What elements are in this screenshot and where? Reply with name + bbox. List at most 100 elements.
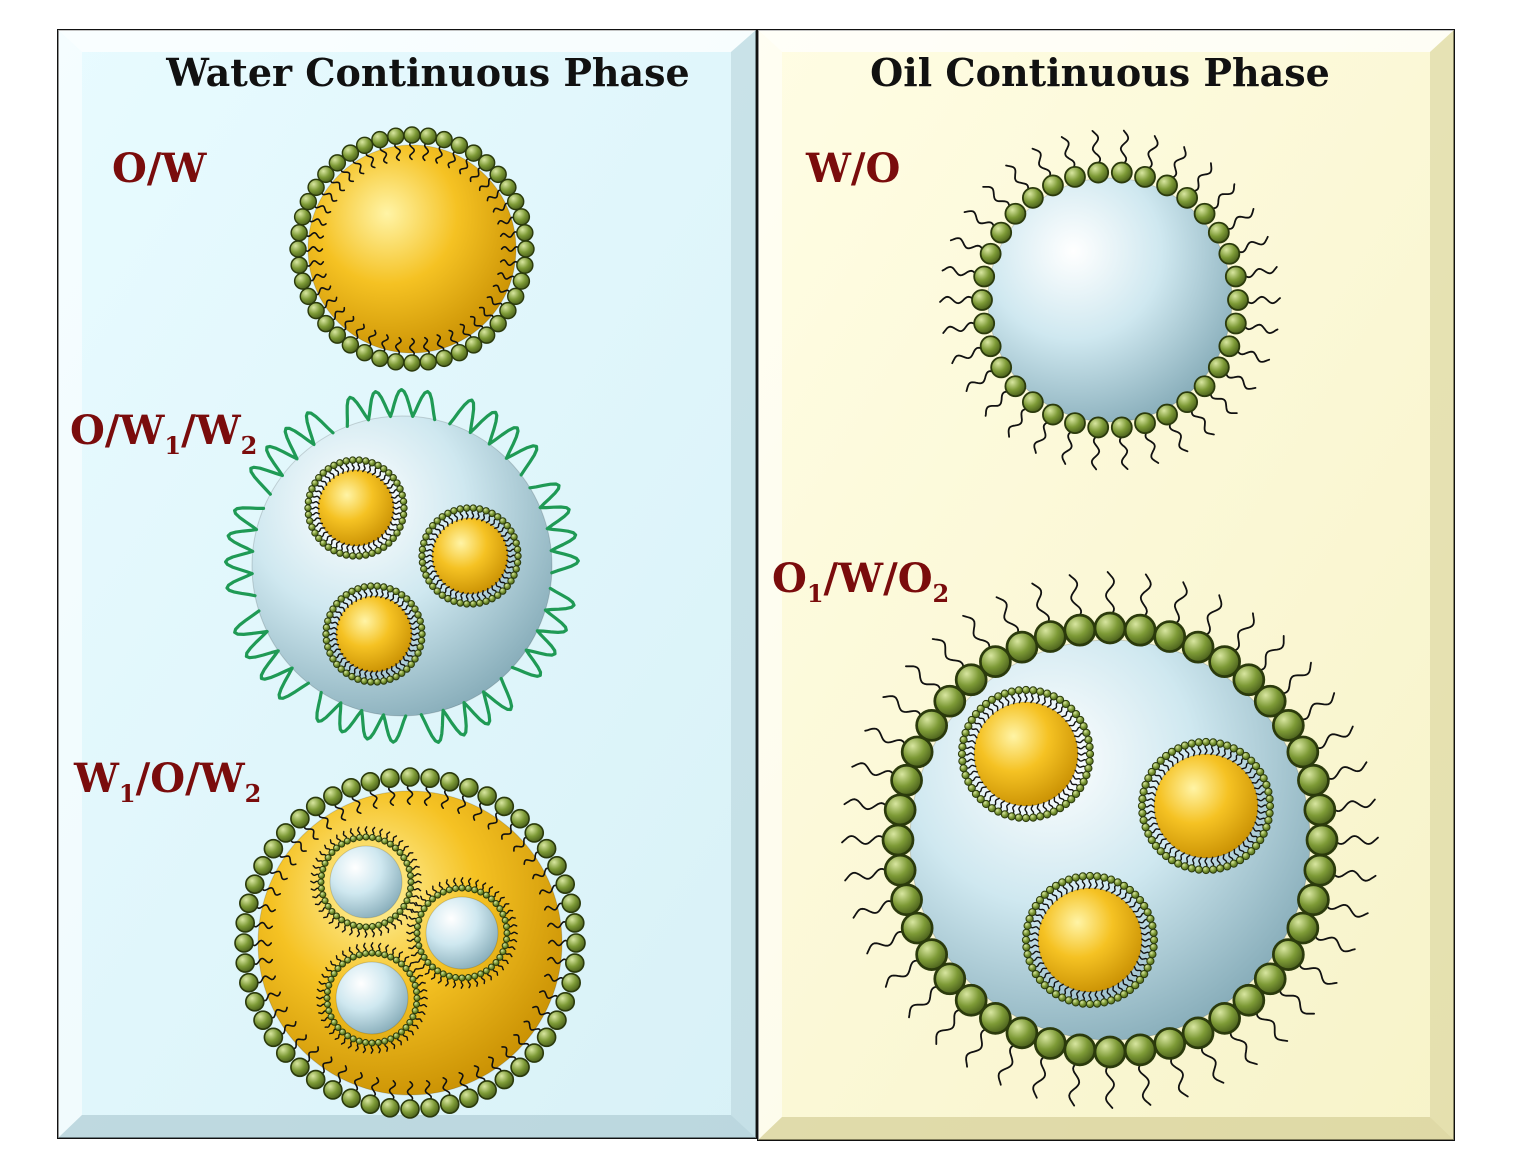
- surfactant-tail: [1120, 891, 1129, 900]
- surfactant-tail: [329, 839, 336, 847]
- surfactant-head: [1049, 692, 1058, 701]
- surfactant-tail: [408, 945, 418, 950]
- surfactant-head: [1201, 865, 1211, 875]
- surfactant-head: [342, 551, 350, 559]
- surfactant-head: [1029, 686, 1038, 695]
- inner-oil-droplet: [418, 504, 522, 608]
- surfactant-head: [1235, 747, 1245, 756]
- surfactant-tail: [408, 140, 416, 161]
- surfactant-head: [1138, 794, 1147, 803]
- surfactant-tail: [1129, 901, 1139, 908]
- surfactant-head: [304, 510, 313, 519]
- surfactant-tail: [476, 510, 480, 521]
- surfactant-head: [1110, 161, 1133, 184]
- surfactant-head: [536, 838, 557, 859]
- surfactant-head: [385, 469, 393, 477]
- surfactant-tail: [342, 660, 350, 668]
- surfactant-head: [1193, 375, 1216, 398]
- surfactant-head: [1153, 620, 1187, 653]
- surfactant-head: [513, 545, 522, 554]
- surfactant-head: [407, 600, 415, 608]
- surfactant-tail: [409, 642, 419, 647]
- surfactant-head: [1035, 975, 1045, 985]
- surfactant-head: [1167, 856, 1177, 865]
- surfactant-head: [1134, 165, 1156, 188]
- surfactant-tail: [1228, 851, 1234, 862]
- surfactant-head: [1174, 744, 1183, 753]
- surfactant-tail: [523, 1020, 542, 1034]
- surfactant-head: [1031, 969, 1040, 979]
- surfactant-head: [487, 895, 495, 903]
- surfactant-tail: [364, 928, 368, 938]
- surfactant-head: [416, 617, 424, 625]
- surfactant-tail: [1242, 323, 1279, 335]
- surfactant-head: [959, 735, 968, 744]
- surfactant-head: [362, 551, 370, 559]
- surfactant-head: [342, 669, 351, 677]
- surfactant-tail: [1133, 966, 1143, 974]
- surfactant-head: [1107, 996, 1116, 1005]
- surfactant-tail: [469, 315, 484, 332]
- surfactant-head: [1223, 862, 1232, 871]
- surfactant-head: [452, 884, 460, 892]
- surfactant-head: [1119, 881, 1129, 890]
- surfactant-head: [413, 994, 421, 1002]
- surfactant-tail: [251, 921, 273, 930]
- surfactant-tail: [1257, 804, 1268, 808]
- surfactant-tail: [992, 797, 1000, 807]
- surfactant-head: [341, 1088, 361, 1109]
- surfactant-head: [976, 795, 985, 804]
- surfactant-tail: [290, 836, 307, 853]
- surfactant-tail: [401, 604, 410, 611]
- surfactant-head: [420, 1097, 440, 1118]
- surfactant-tail: [381, 533, 388, 542]
- surfactant-head: [1286, 735, 1320, 769]
- surfactant-head: [402, 965, 410, 973]
- surfactant-head: [374, 1039, 382, 1047]
- surfactant-tail: [965, 370, 996, 392]
- surfactant-tail: [1242, 841, 1250, 850]
- surfactant-head: [424, 900, 432, 908]
- surfactant-tail: [328, 917, 336, 924]
- surfactant-tail: [1210, 744, 1214, 756]
- surfactant-head: [1134, 412, 1156, 435]
- surfactant-head: [1241, 751, 1251, 761]
- surfactant-tail: [1068, 574, 1083, 620]
- surfactant-tail: [1157, 838, 1167, 845]
- surfactant-tail: [485, 515, 492, 524]
- surfactant-tail: [378, 926, 383, 936]
- surfactant-tail: [1224, 208, 1255, 230]
- surfactant-head: [416, 643, 424, 651]
- surfactant-heads: [957, 685, 1095, 823]
- surfactant-tail: [320, 478, 328, 486]
- surfactant-head: [386, 840, 394, 848]
- surfactant-head: [445, 972, 453, 980]
- surfactant-head: [1271, 709, 1305, 742]
- surfactant-head: [1040, 890, 1049, 899]
- label-o-w1-w2: O/W1/W2: [70, 407, 257, 460]
- surfactant-tail: [964, 758, 976, 763]
- surfactant-tail: [351, 462, 355, 472]
- surfactant-tail: [998, 800, 1005, 810]
- surfactant-tail: [442, 1077, 451, 1098]
- surfactant-head: [1071, 789, 1081, 799]
- surfactant-tail: [1075, 990, 1080, 1001]
- surfactant-head: [334, 1023, 342, 1031]
- surfactant-tail: [352, 593, 358, 603]
- surfactant-head: [414, 611, 422, 619]
- surfactant-tail: [547, 920, 569, 929]
- surfactant-tail: [268, 868, 288, 881]
- surfactant-head: [235, 953, 256, 973]
- surfactant-head: [1000, 810, 1009, 819]
- surfactant-tail: [1333, 835, 1379, 845]
- surfactant-tail: [390, 1040, 396, 1050]
- surfactant-tail: [498, 578, 506, 586]
- surfactant-head: [399, 497, 408, 506]
- surfactant-head: [477, 970, 485, 978]
- surfactant-tail: [1011, 804, 1016, 815]
- surfactant-tail: [316, 988, 326, 992]
- surfactant-head: [561, 893, 581, 914]
- surfactant-head: [464, 336, 483, 354]
- surfactant-head: [1004, 202, 1027, 225]
- surfactant-head: [1063, 1033, 1097, 1067]
